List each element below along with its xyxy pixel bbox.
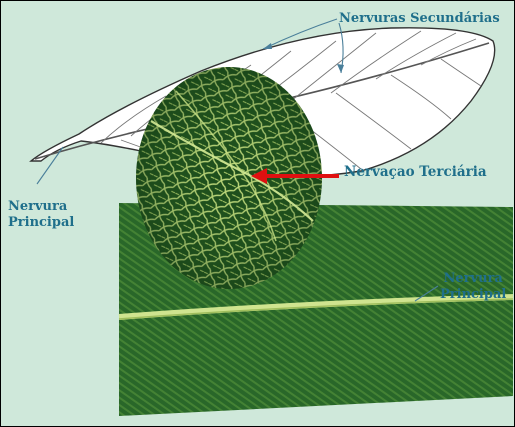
label-main-vein-right: Nervura Principal	[440, 271, 506, 303]
label-main-vein-right-line1: Nervura	[440, 271, 506, 287]
label-main-vein-left-line1: Nervura	[8, 199, 74, 215]
label-tertiary-veins: Nervaçao Terciária	[344, 164, 487, 180]
label-main-vein-left-line2: Principal	[8, 215, 74, 231]
label-secondary-veins: Nervuras Secundárias	[339, 11, 500, 27]
label-main-vein-right-line2: Principal	[440, 287, 506, 303]
label-main-vein-left: Nervura Principal	[8, 199, 74, 231]
